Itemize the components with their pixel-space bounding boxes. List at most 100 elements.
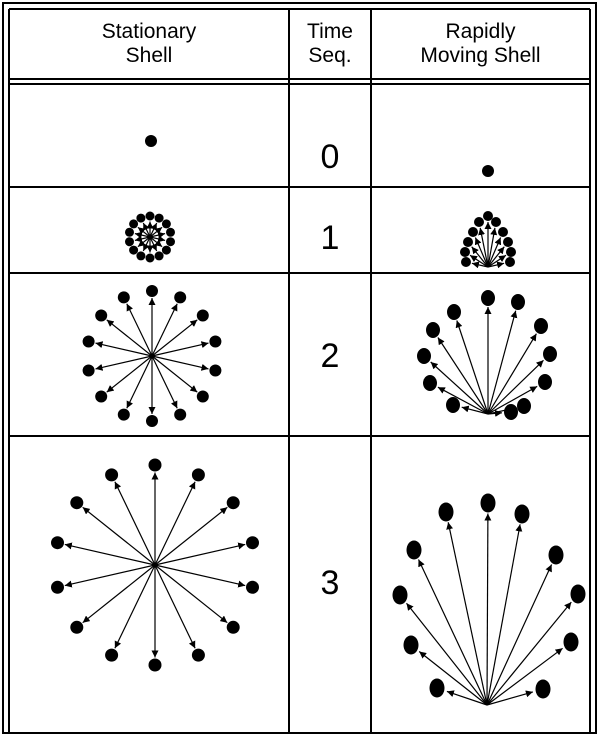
burst-arrow <box>155 565 195 648</box>
star-dot <box>483 211 493 221</box>
star-dot <box>155 251 164 260</box>
star-dot <box>461 257 471 267</box>
stationary-shell-burst-3 <box>51 459 259 672</box>
time-seq-2: 2 <box>289 336 371 376</box>
star-dot <box>543 346 557 362</box>
burst-arrow <box>127 356 152 408</box>
star-dot <box>95 391 107 403</box>
star-dot <box>246 536 259 549</box>
star-dot <box>125 228 134 237</box>
star-dot <box>70 496 83 509</box>
header-time-line-1: Time <box>289 20 371 44</box>
moving-shell-burst-1 <box>460 211 516 267</box>
time-seq-0: 0 <box>289 137 371 177</box>
burst-arrow <box>127 304 152 356</box>
star-dot <box>463 237 473 247</box>
star-dot <box>430 679 445 698</box>
star-dot <box>538 374 552 390</box>
star-dot <box>498 227 508 237</box>
star-dot <box>174 291 186 303</box>
star-dot <box>505 257 515 267</box>
star-dot <box>105 649 118 662</box>
burst-arrow <box>488 228 495 267</box>
star-dot <box>149 459 162 472</box>
star-dot <box>504 404 518 420</box>
burst-arrow <box>448 522 487 705</box>
star-dot <box>162 246 171 255</box>
star-dot <box>571 585 586 604</box>
star-dot <box>125 237 134 246</box>
star-dot <box>534 318 548 334</box>
header-time-seq: Time Seq. <box>289 20 371 68</box>
star-dot <box>146 415 158 427</box>
star-dot <box>83 336 95 348</box>
moving-shell-burst-0 <box>482 165 494 177</box>
star-dot <box>227 621 240 634</box>
star-dot <box>417 348 431 364</box>
stationary-shell-burst-0 <box>145 135 157 147</box>
star-dot <box>197 310 209 322</box>
star-dot <box>515 505 530 524</box>
star-dot <box>474 217 484 227</box>
star-dot <box>503 237 513 247</box>
time-seq-3: 3 <box>289 563 371 603</box>
moving-shell-burst-3 <box>393 494 586 706</box>
star-dot <box>460 247 470 257</box>
star-dot <box>105 468 118 481</box>
star-dot <box>197 391 209 403</box>
burst-arrow <box>152 304 177 356</box>
star-dot <box>439 503 454 522</box>
star-dot <box>511 294 525 310</box>
burst-arrow <box>480 228 488 267</box>
star-dot <box>506 247 516 257</box>
star-dot <box>136 214 145 223</box>
star-dot <box>423 375 437 391</box>
burst-arrow <box>487 602 571 705</box>
star-dot <box>227 496 240 509</box>
burst-arrow <box>152 356 177 408</box>
star-dot <box>129 246 138 255</box>
header-time-line-2: Seq. <box>289 44 371 68</box>
burst-arrow <box>487 524 520 705</box>
header-moving-line-2: Moving Shell <box>371 44 590 68</box>
header-stationary-line-1: Stationary <box>9 20 289 44</box>
star-dot <box>549 546 564 565</box>
star-dot <box>481 494 496 513</box>
star-dot <box>192 468 205 481</box>
star-dot <box>166 228 175 237</box>
star-dot <box>95 310 107 322</box>
star-dot <box>447 304 461 320</box>
star-dot <box>118 291 130 303</box>
moving-shell-burst-2 <box>417 290 557 420</box>
star-dot <box>51 581 64 594</box>
header-moving-shell: Rapidly Moving Shell <box>371 20 590 68</box>
burst-arrow <box>115 482 155 565</box>
header-moving-line-1: Rapidly <box>371 20 590 44</box>
burst-arrow <box>487 514 488 706</box>
star-dot <box>209 365 221 377</box>
star-dot <box>146 212 155 221</box>
star-dot <box>136 251 145 260</box>
star-dot <box>129 219 138 228</box>
star-dot <box>51 536 64 549</box>
header-stationary-shell: Stationary Shell <box>9 20 289 68</box>
star-dot <box>407 541 422 560</box>
stationary-shell-burst-2 <box>83 285 222 427</box>
star-dot <box>83 365 95 377</box>
star-dot <box>491 217 501 227</box>
star-dot <box>192 649 205 662</box>
star-dot <box>404 636 419 655</box>
star-dot <box>246 581 259 594</box>
star-dot <box>118 409 130 421</box>
star-dot <box>162 219 171 228</box>
star-dot <box>209 336 221 348</box>
star-dot <box>482 165 494 177</box>
star-dot <box>149 659 162 672</box>
star-dot <box>426 322 440 338</box>
burst-arrow <box>487 648 563 705</box>
burst-arrow <box>115 565 155 648</box>
star-dot <box>481 290 495 306</box>
star-dot <box>468 227 478 237</box>
star-dot <box>146 254 155 263</box>
header-stationary-line-2: Shell <box>9 44 289 68</box>
